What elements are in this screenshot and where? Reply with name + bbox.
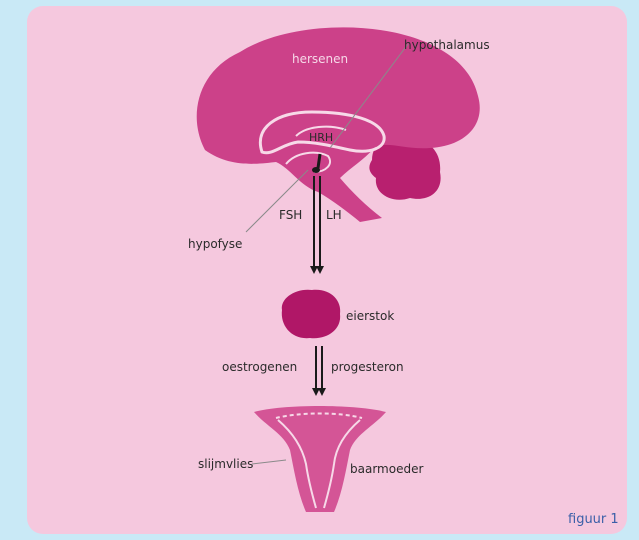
label-eierstok: eierstok <box>346 309 394 323</box>
pituitary <box>312 167 320 173</box>
figure-caption: figuur 1 <box>568 512 619 527</box>
label-fsh: FSH <box>279 208 302 222</box>
hypofyse-leader <box>246 170 308 232</box>
label-lh: LH <box>326 208 342 222</box>
pituitary-stalk <box>318 154 320 168</box>
label-baarmoeder: baarmoeder <box>350 462 423 476</box>
slijmvlies-leader <box>252 460 286 464</box>
ovary <box>282 290 340 339</box>
lh-arrowhead <box>316 266 324 274</box>
progesteron-arrowhead <box>318 388 326 396</box>
label-hypothalamus: hypothalamus <box>404 38 490 52</box>
label-slijmvlies: slijmvlies <box>198 457 253 471</box>
label-hypofyse: hypofyse <box>188 237 242 251</box>
label-hrh: HRH <box>309 131 333 145</box>
label-oestrogenen: oestrogenen <box>222 360 297 374</box>
label-progesteron: progesteron <box>331 360 404 374</box>
uterus <box>254 406 386 512</box>
label-hersenen: hersenen <box>292 52 348 66</box>
